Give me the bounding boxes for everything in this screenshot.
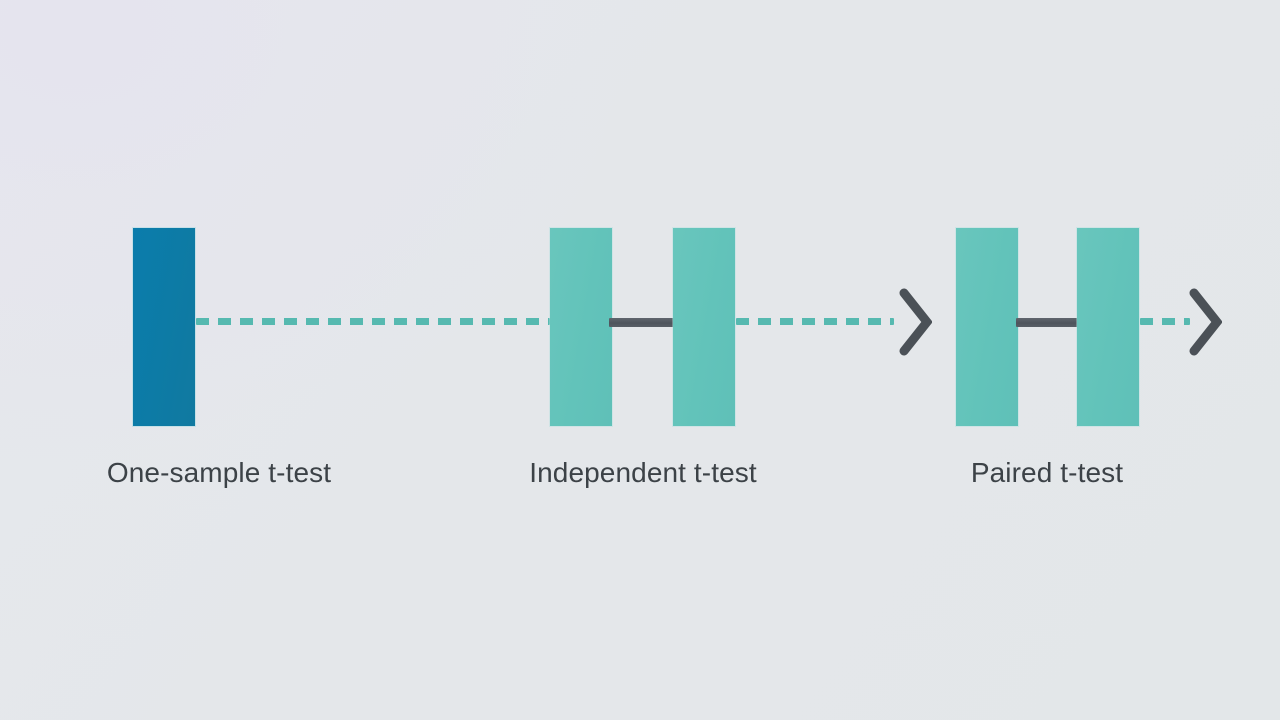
bar-one-sample-group1	[133, 228, 195, 426]
bar-independent-group2	[673, 228, 735, 426]
flow-line-segment-1	[196, 318, 550, 325]
flow-line-segment-3	[1140, 318, 1190, 325]
flow-line-segment-2	[736, 318, 894, 325]
bar-paired-group2	[1077, 228, 1139, 426]
connector-paired	[1016, 318, 1080, 327]
chevron-right-icon-2	[1188, 285, 1222, 359]
group-label-one-sample: One-sample t-test	[106, 457, 332, 488]
bar-independent-group1	[550, 228, 612, 426]
group-label-independent: Independent t-test	[529, 457, 757, 488]
group-label-paired: Paired t-test	[970, 457, 1124, 488]
connector-independent	[609, 318, 676, 327]
bar-paired-group1	[956, 228, 1018, 426]
chevron-right-icon-1	[898, 285, 932, 359]
